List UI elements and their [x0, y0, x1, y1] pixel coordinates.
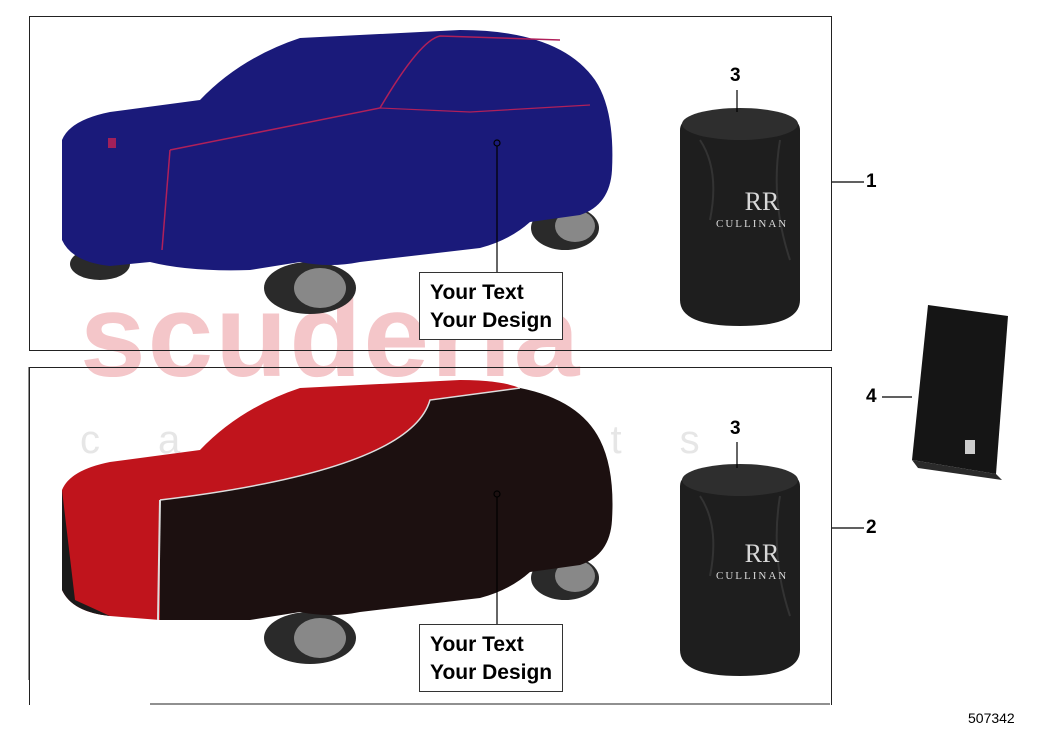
custom-text-callout-bottom: Your Text Your Design: [419, 624, 564, 692]
part-number-4: 4: [866, 386, 877, 407]
part-number-3-top: 3: [730, 65, 741, 86]
custom-text-callout-top: Your Text Your Design: [419, 272, 564, 340]
storage-bag-top: RR: [680, 108, 800, 326]
svg-text:RR: RR: [745, 187, 780, 216]
callout-line-1: Your Text: [430, 633, 524, 656]
panel-top: [29, 16, 832, 351]
callout-line-1: Your Text: [430, 281, 524, 304]
car-cover-blue: [62, 30, 613, 314]
figure-id: 507342: [968, 710, 1015, 726]
callout-line-2: Your Design: [430, 309, 553, 332]
bag-brand-top: CULLINAN: [716, 218, 789, 230]
callout-line-2: Your Design: [430, 661, 553, 684]
svg-text:RR: RR: [745, 539, 780, 568]
storage-bag-bottom: RR: [680, 464, 800, 676]
car-cover-red-black: [62, 380, 613, 664]
part-number-2: 2: [866, 517, 877, 538]
part-number-3-bottom: 3: [730, 418, 741, 439]
part-number-1: 1: [866, 171, 877, 192]
bag-brand-bottom: CULLINAN: [716, 570, 789, 582]
product-box: [912, 305, 1008, 480]
